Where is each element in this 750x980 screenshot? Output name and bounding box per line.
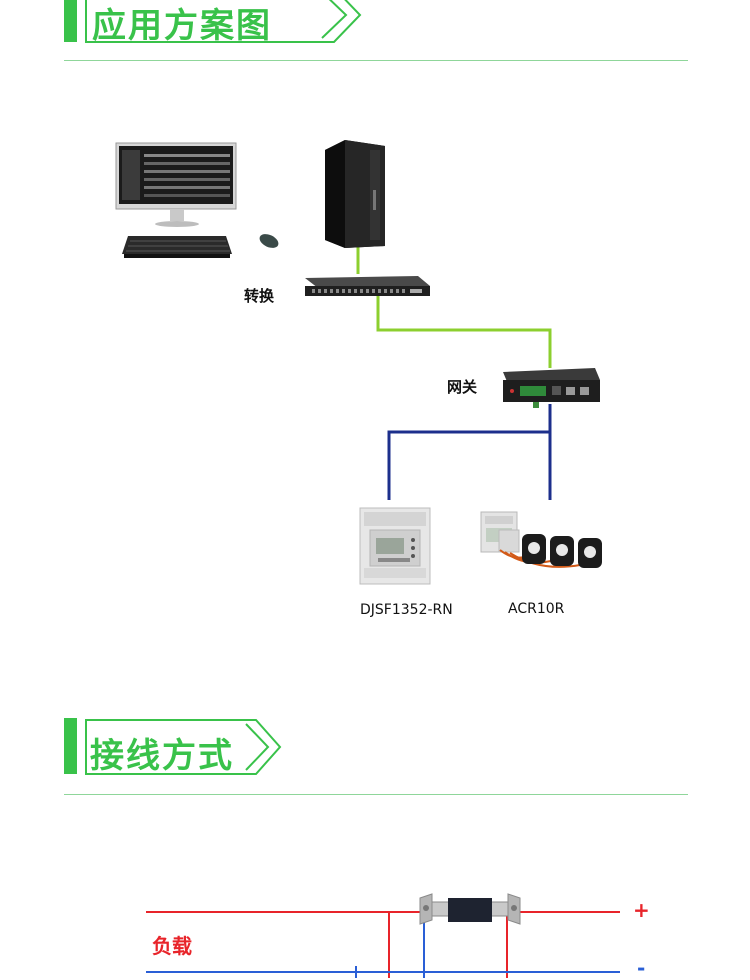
title-banner-frame xyxy=(85,719,282,775)
section-title: 接线方式 xyxy=(90,736,234,776)
negative-terminal-label: - xyxy=(637,956,646,980)
positive-terminal-label: + xyxy=(633,898,650,922)
load-label: 负载 xyxy=(152,934,192,958)
section-accent-bar xyxy=(64,718,77,774)
gateway-label: 网关 xyxy=(447,378,478,396)
title-banner-frame xyxy=(85,0,362,43)
section-divider xyxy=(64,794,688,795)
server-tower xyxy=(325,140,385,248)
keyboard xyxy=(122,236,232,258)
section-header-wiring: 接线方式 xyxy=(64,718,304,776)
section-header-application: 应用方案图 xyxy=(64,0,384,46)
section-accent-bar xyxy=(64,0,77,42)
switch-label: 转换 xyxy=(244,287,275,305)
djsf1352-meter xyxy=(359,507,431,585)
section-title: 应用方案图 xyxy=(92,6,272,46)
shunt-resistor xyxy=(419,893,521,925)
computer-monitor xyxy=(115,142,237,227)
rs485-bus xyxy=(387,404,552,500)
network-switch xyxy=(305,276,430,296)
negative-line xyxy=(146,912,620,978)
ethernet-cable xyxy=(356,246,552,368)
mouse xyxy=(259,234,279,248)
acr10r-meter xyxy=(480,511,581,568)
acr10r-label: ACR10R xyxy=(508,601,565,617)
section-divider xyxy=(64,60,688,61)
gateway-device xyxy=(503,368,600,408)
current-transformers xyxy=(522,534,602,568)
djsf1352-label: DJSF1352-RN xyxy=(360,602,453,618)
positive-line xyxy=(146,911,620,978)
